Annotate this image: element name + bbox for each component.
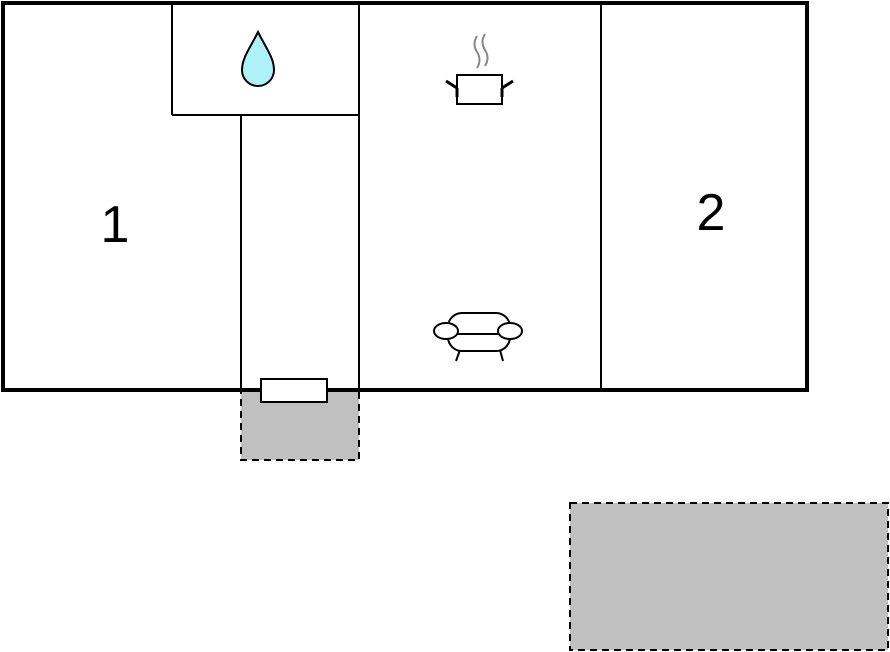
room-1-label: 1 (101, 196, 130, 254)
sofa-icon (433, 312, 523, 362)
terrace (569, 502, 889, 651)
entrance-door (260, 378, 328, 403)
room-2-label: 2 (697, 184, 726, 242)
water-drop-icon (240, 29, 276, 87)
outer-wall (1, 1, 809, 392)
cooking-pot-icon (445, 33, 514, 105)
